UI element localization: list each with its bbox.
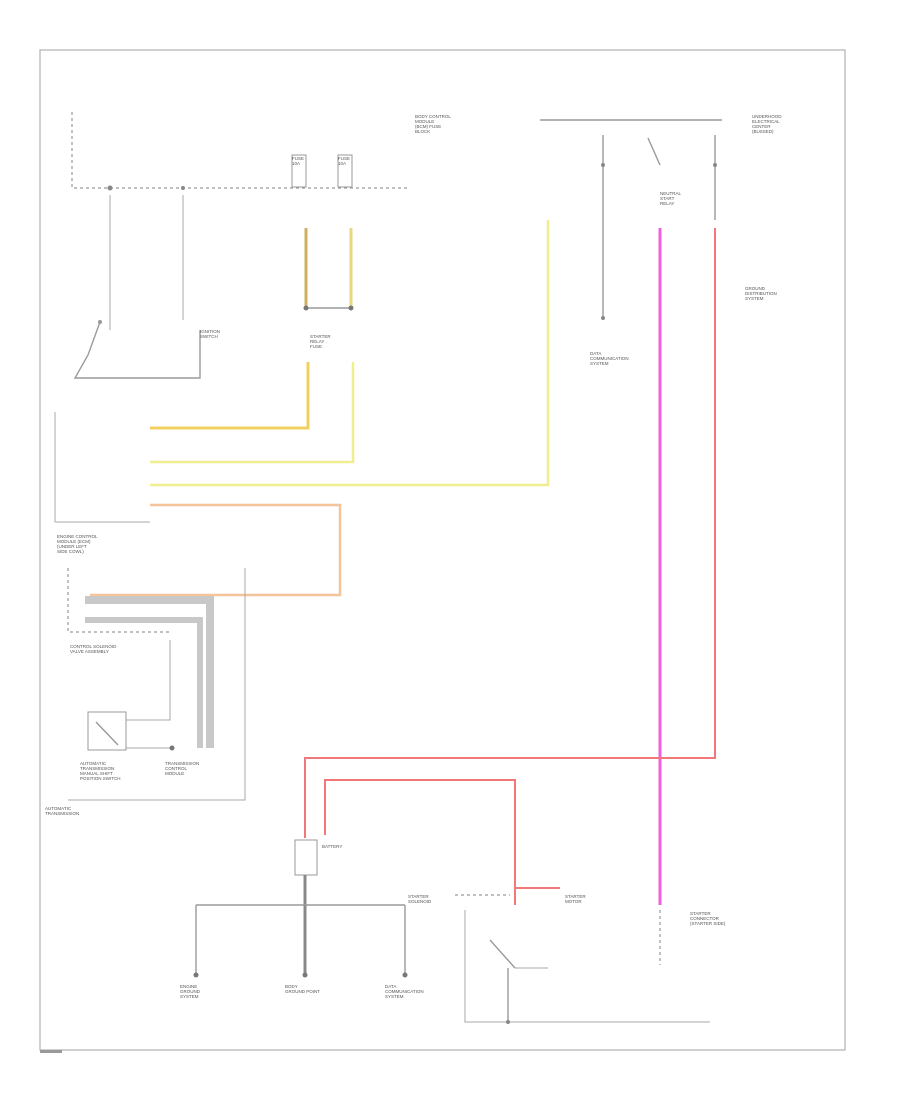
starter-frame: [464, 910, 710, 1023]
ecm-wire-yellow: [150, 362, 310, 430]
relay-node-1: [601, 163, 605, 167]
battery-label: BATTERY: [322, 844, 342, 849]
trans-outline: [67, 568, 170, 633]
ground-point-mid: [302, 972, 308, 978]
relay-node-3: [713, 163, 717, 167]
footer-mark: [40, 1050, 62, 1053]
starter-ground: [506, 1020, 510, 1024]
ignition-switch-loop: [73, 321, 201, 379]
trans-bundle-2: [85, 617, 203, 748]
ecm-bracket: [54, 412, 150, 523]
relay-switch: [647, 137, 661, 166]
battery-symbol: [294, 839, 318, 876]
pn-switch-contact: [95, 721, 119, 746]
ecm-wire-yellow-light: [150, 362, 355, 464]
fuse-block-outline: [71, 112, 410, 189]
ground-point-left: [193, 972, 199, 978]
fuse-terminal-1: [107, 185, 113, 191]
trans-bundle: [85, 596, 214, 748]
pn-terminal: [169, 745, 175, 751]
fuse-terminal-2: [181, 186, 185, 190]
red-wire-main: [304, 228, 716, 838]
pn-switch-wire: [126, 640, 171, 721]
splice-left: [303, 305, 309, 311]
ecm-wire-long: [150, 220, 550, 487]
diagram-frame: [39, 49, 846, 1051]
fuse-b: [337, 154, 353, 188]
ground-point-right: [402, 972, 408, 978]
starter-switch-contact: [489, 939, 516, 969]
fuse-a: [291, 154, 307, 188]
relay-node-2: [601, 316, 605, 320]
pn-switch-box: [87, 711, 127, 751]
ecm-wire-orange: [90, 503, 342, 597]
red-wire-secondary: [324, 779, 516, 905]
splice-right: [348, 305, 354, 311]
trans-box: [68, 568, 246, 801]
ignition-contact: [98, 320, 102, 324]
